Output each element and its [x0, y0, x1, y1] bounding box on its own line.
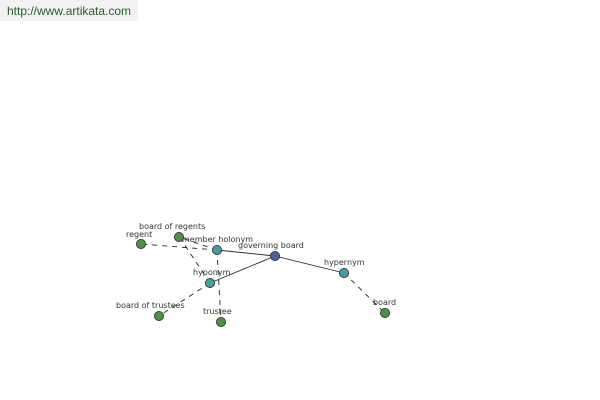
label-governing-board: governing board — [238, 241, 304, 250]
node-trustee[interactable] — [215, 316, 226, 327]
edge-center-holonym — [216, 249, 276, 257]
edge-holonym-regents — [178, 236, 218, 251]
labels: regent board of regents member holonym g… — [116, 222, 396, 316]
node-board-of-regents[interactable] — [173, 231, 184, 242]
node-board[interactable] — [379, 307, 390, 318]
edge-hypernym-board — [343, 272, 386, 314]
nodes — [135, 231, 390, 327]
label-board: board — [373, 298, 396, 307]
edge-holonym-trustee — [216, 249, 222, 323]
label-regent: regent — [126, 230, 152, 239]
node-hypernym[interactable] — [338, 267, 349, 278]
label-board-of-trustees: board of trustees — [116, 301, 185, 310]
node-hyponym[interactable] — [204, 277, 215, 288]
edge-center-hyponym — [209, 255, 276, 284]
label-trustee: trustee — [203, 307, 232, 316]
node-member-holonym[interactable] — [211, 244, 222, 255]
label-member-holonym: member holonym — [182, 235, 253, 244]
edges — [140, 236, 386, 323]
edge-hyponym-trustees — [158, 282, 211, 317]
edge-holonym-regent — [140, 243, 218, 251]
node-regent[interactable] — [135, 238, 146, 249]
label-hypernym: hypernym — [324, 258, 365, 267]
label-board-of-regents: board of regents — [139, 222, 205, 231]
node-board-of-trustees[interactable] — [153, 310, 164, 321]
label-hyponym: hyponym — [193, 268, 231, 277]
node-governing-board[interactable] — [269, 250, 280, 261]
url-link[interactable]: http://www.artikata.com — [0, 0, 138, 21]
edge-center-hypernym — [274, 255, 345, 274]
